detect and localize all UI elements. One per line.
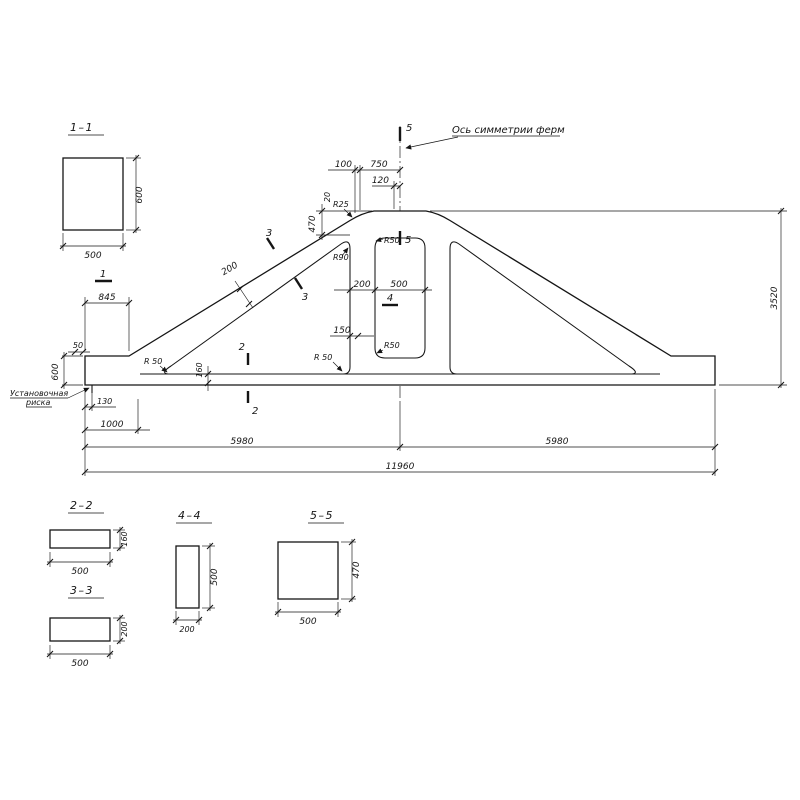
section-4-4-width: 200 [179,625,194,634]
dim-chord-200: 200 [220,260,240,278]
section-view-4-4: 4–4 500 200 [172,509,220,634]
dim-left-end-600: 600 [51,363,61,380]
section-view-1-1: 1–1 600 500 [59,121,145,261]
dim-mid-500: 500 [390,280,407,290]
section-mark-1: 1 [100,269,106,280]
section-view-3-3: 3–3 200 500 [46,584,129,669]
dim-apex-750: 750 [370,160,387,170]
section-mark-3-bottom: 3 [302,292,308,303]
dim-1000: 1000 [101,420,124,430]
section-mark-3-top: 3 [266,228,272,239]
install-mark-group: Установочная риска [10,387,90,408]
dim-apex-20: 20 [323,192,332,202]
section-4-4-profile [175,545,200,609]
section-1-1-width: 500 [84,251,101,261]
section-1-1-title: 1–1 [70,121,94,134]
section-1-1-height: 600 [135,186,145,203]
dim-mid-200: 200 [353,280,370,290]
section-4-4-title: 4–4 [178,509,202,522]
section-3-3-profile [49,617,111,642]
truss-elevation [84,126,716,451]
axis-label: Ось симметрии ферм [452,125,565,136]
section-5-5-title: 5–5 [310,509,334,522]
label-r50-mid: R 50 [314,353,332,362]
dim-chord-160: 160 [195,362,204,377]
section-5-5-height: 470 [352,561,362,578]
dim-mid-150: 150 [333,326,350,336]
install-mark-label-line2: риска [25,398,51,407]
dim-halfspan-right: 5980 [546,437,569,447]
dim-halfspan-left: 5980 [231,437,254,447]
dim-height-3520: 3520 [770,286,780,309]
center-slot-opening [374,237,426,359]
section-view-2-2: 2–2 160 500 [46,499,129,577]
section-5-5-profile [277,541,339,600]
section-view-5-5: 5–5 470 500 [274,509,362,627]
section-4-4-height: 500 [210,568,220,585]
section-3-3-height: 200 [120,621,129,636]
dim-total-span: 11960 [386,462,415,472]
bottom-dimensions: 130 1000 5980 5980 11960 [81,389,719,476]
dim-845: 845 [98,293,115,303]
label-r50-slot-top: R50 [384,236,400,245]
dim-left-50: 50 [73,341,83,350]
label-r50-left: R 50 [144,357,162,366]
interior-dimensions: R90 R50 R50 R 50 R 50 200 500 150 160 [144,236,432,391]
install-mark-label-line1: Установочная [10,389,68,398]
left-end-dimensions: 845 1 600 50 [51,269,133,389]
dim-apex-120: 120 [372,176,389,186]
section-3-3-width: 500 [71,659,88,669]
section-2-2-width: 500 [71,567,88,577]
section-3-3-title: 3–3 [70,584,94,597]
section-1-1-profile [62,157,124,231]
section-mark-5-top: 5 [406,123,412,134]
dim-top-100: 100 [335,160,352,170]
section-2-2-height: 160 [120,531,129,546]
height-dimension: 3520 [430,207,787,389]
label-r50-slot-bottom: R50 [384,341,400,350]
section-mark-2-top: 2 [239,342,245,353]
section-cut-marks: 2 2 3 3 4 5 5 [239,123,413,417]
section-mark-4: 4 [387,293,393,304]
section-5-5-width: 500 [299,617,316,627]
label-fillet-r25: R25 [333,200,349,209]
label-r90: R90 [333,253,349,262]
apex-dimensions: 100 750 120 20 470 R25 [308,160,404,240]
axis-label-group: Ось симметрии ферм [405,125,565,150]
section-mark-5-bottom: 5 [405,235,411,246]
section-mark-2-bottom: 2 [252,406,258,417]
right-triangular-opening [449,241,636,375]
dim-apex-470: 470 [308,215,318,232]
section-2-2-profile [49,529,111,549]
section-2-2-title: 2–2 [70,499,94,512]
dim-130: 130 [97,397,112,406]
